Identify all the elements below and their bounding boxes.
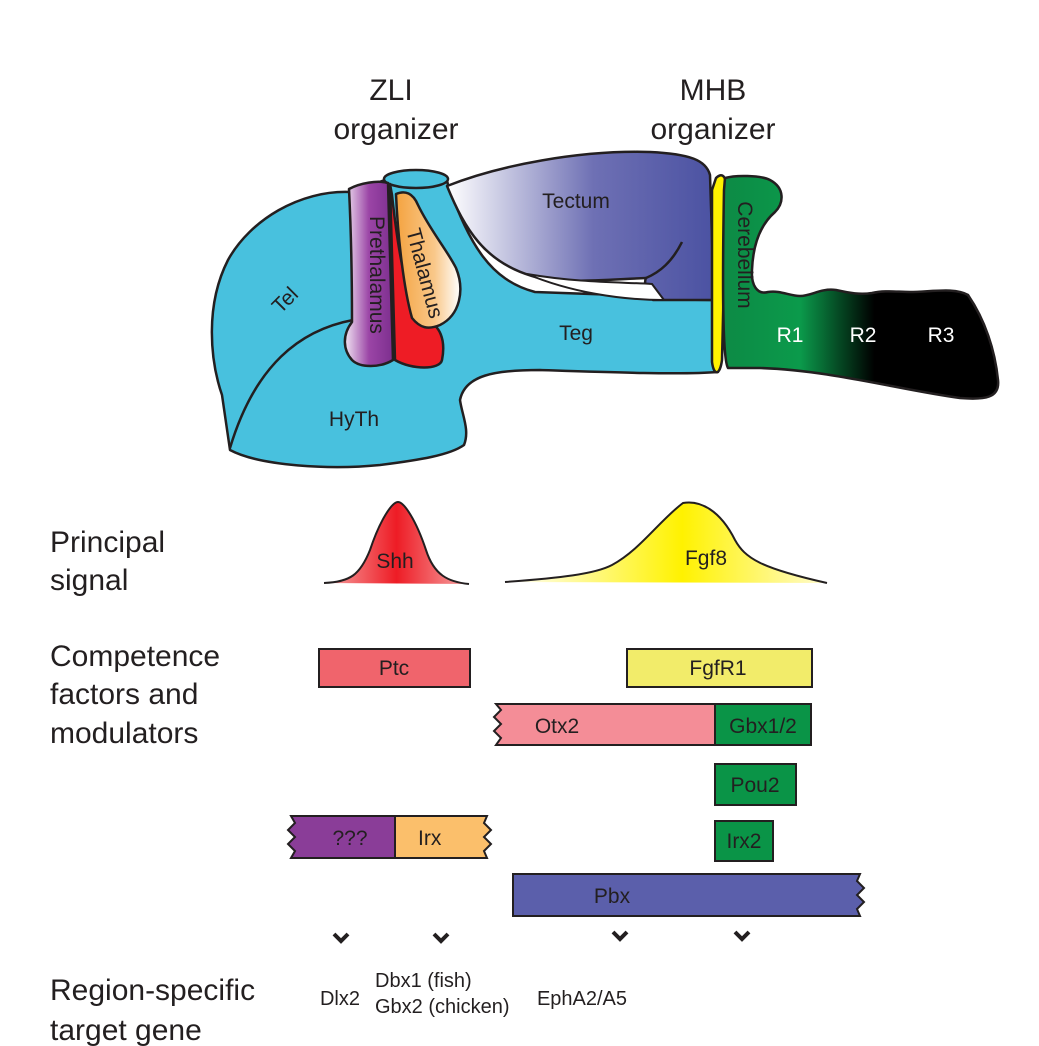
tel-hyth-boundary xyxy=(228,318,354,449)
shh-label: Shh xyxy=(376,550,413,573)
gbx12-bar xyxy=(714,703,812,746)
irx2-label: Irx2 xyxy=(726,830,761,853)
gbx12-label: Gbx1/2 xyxy=(729,715,797,738)
otx2-label: Otx2 xyxy=(535,715,579,738)
fgf8-signal-outline xyxy=(504,501,828,584)
chevron-down-icon xyxy=(611,930,629,942)
irx2-bar xyxy=(714,820,774,862)
shh-signal-curve xyxy=(324,502,469,584)
ventricle-gap xyxy=(526,273,667,302)
principal-signal-label-1: Principal xyxy=(50,526,165,559)
shh-signal-outline xyxy=(323,500,470,585)
chevron-down-icon xyxy=(432,932,450,944)
tectum-label: Tectum xyxy=(542,190,610,213)
cerebellum-label: Cerebellum xyxy=(733,201,756,308)
otx2-bar xyxy=(492,703,716,746)
prethalamus-label: Prethalamus xyxy=(365,216,388,334)
ptc-label: Ptc xyxy=(379,657,409,680)
ptc-bar xyxy=(318,648,471,688)
fgf8-signal-curve xyxy=(505,502,827,583)
target-label-2: target gene xyxy=(50,1014,202,1046)
epithalamus-cap xyxy=(382,168,450,190)
competence-label-1: Competence xyxy=(50,640,220,673)
teg-label: Teg xyxy=(559,322,593,345)
hindbrain-region xyxy=(721,174,1000,400)
prethalamus-region xyxy=(343,180,395,368)
target-label-1: Region-specific xyxy=(50,974,255,1007)
pou2-bar xyxy=(714,763,797,806)
hyth-label: HyTh xyxy=(329,408,379,431)
target-epha: EphA2/A5 xyxy=(537,988,627,1010)
pbx-label: Pbx xyxy=(594,885,631,908)
fgf8-label: Fgf8 xyxy=(685,547,727,570)
target-gbx2: Gbx2 (chicken) xyxy=(375,996,510,1018)
r1-label: R1 xyxy=(777,324,804,347)
zli-title: ZLI xyxy=(369,74,412,107)
mhb-subtitle: organizer xyxy=(650,113,775,146)
target-dlx2: Dlx2 xyxy=(320,988,360,1010)
chevron-down-icon xyxy=(332,932,350,944)
unknown-factor-label: ??? xyxy=(332,827,367,850)
competence-label-3: modulators xyxy=(50,717,198,750)
target-dbx1: Dbx1 (fish) xyxy=(375,970,472,992)
irx-bar xyxy=(394,815,493,859)
r3-label: R3 xyxy=(928,324,955,347)
thalamus-region xyxy=(394,191,462,329)
tectum-fold xyxy=(645,241,684,280)
pbx-bar xyxy=(512,873,866,917)
principal-signal-label-2: signal xyxy=(50,564,128,597)
r2-label: R2 xyxy=(850,324,877,347)
pou2-label: Pou2 xyxy=(730,774,779,797)
zli-subtitle: organizer xyxy=(333,113,458,146)
irx-label: Irx xyxy=(418,827,442,850)
fgfr1-bar xyxy=(626,648,813,688)
fgfr1-label: FgfR1 xyxy=(689,657,746,680)
chevron-down-icon xyxy=(733,930,751,942)
neural-tube-body xyxy=(210,172,720,469)
mhb-title: MHB xyxy=(680,74,747,107)
competence-label-2: factors and xyxy=(50,678,198,711)
